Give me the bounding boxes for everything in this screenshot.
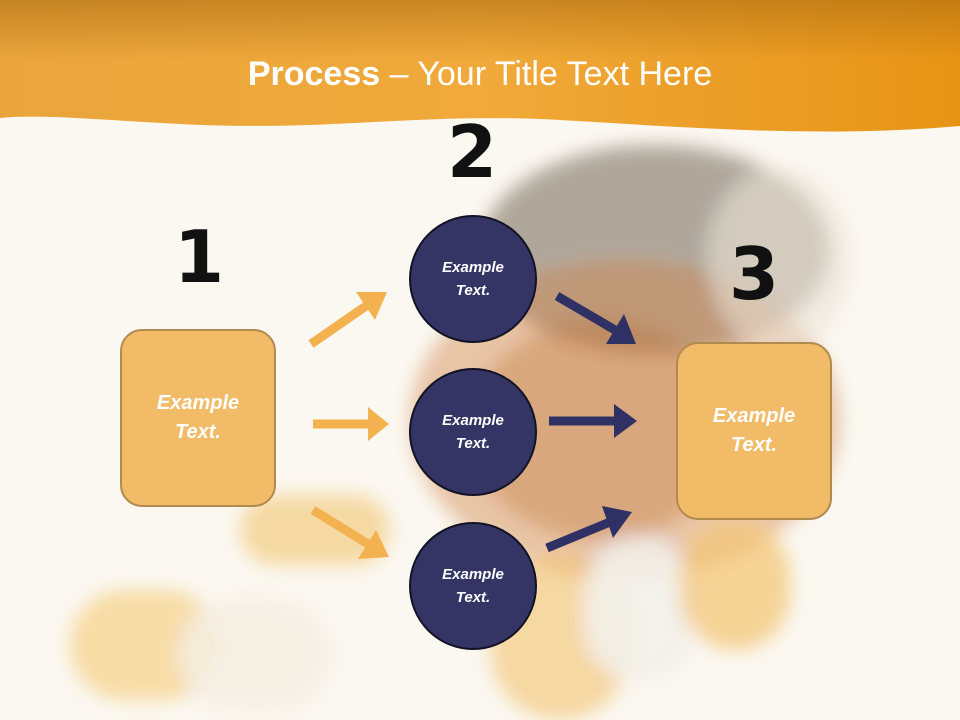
arrow-2c-to-3 [545, 506, 632, 553]
title-rest: – Your Title Text Here [380, 55, 713, 93]
step-3-text: Example Text. [712, 405, 796, 456]
step-2-circle-1-text: Example Text. [442, 259, 504, 299]
arrow-1-to-2a [308, 292, 387, 348]
slide-title: Process – Your Title Text Here [0, 52, 960, 96]
step-3-number: 3 [728, 232, 780, 316]
step-2-circle-2-text: Example Text. [442, 412, 504, 452]
step-1-text: Example Text. [156, 392, 240, 443]
step-1-number: 1 [173, 215, 225, 299]
arrow-1-to-2c [310, 506, 389, 559]
step-1-box: Example Text. [120, 329, 276, 507]
arrow-1-to-2b [313, 407, 389, 441]
step-2-circle-1: Example Text. [409, 215, 537, 343]
step-2-circle-2: Example Text. [409, 368, 537, 496]
step-2-circle-3-text: Example Text. [442, 566, 504, 606]
step-3-box: Example Text. [676, 342, 832, 520]
title-bold: Process [247, 55, 381, 93]
arrow-2a-to-3 [554, 292, 636, 344]
arrow-2b-to-3 [549, 404, 637, 438]
step-2-number: 2 [446, 110, 498, 194]
step-2-circle-3: Example Text. [409, 522, 537, 650]
